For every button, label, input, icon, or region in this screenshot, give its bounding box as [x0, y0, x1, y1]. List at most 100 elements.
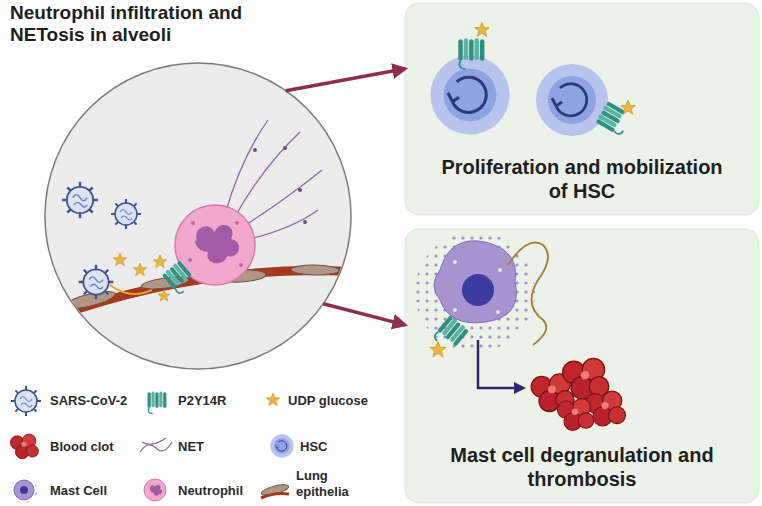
legend-entry: Neutrophil [178, 483, 268, 499]
legend-entry: Mast Cell [50, 483, 145, 499]
legend-label: Lung epithelia [296, 468, 349, 499]
legend-icons [14, 480, 34, 500]
legend-icons [11, 386, 41, 416]
udp-glucose [430, 342, 446, 357]
alveolus [45, 63, 351, 369]
legend-label: P2Y14R [178, 393, 226, 408]
neutrophil [188, 258, 192, 262]
virus [62, 182, 98, 218]
mast-cell [498, 268, 502, 272]
mast-cell [453, 260, 457, 264]
mast-cell [496, 310, 500, 314]
legend-icons [270, 434, 293, 457]
legend-icons [150, 485, 162, 496]
panel-title: Proliferation and mobilization of HSC [432, 155, 732, 203]
legend-icons [20, 486, 28, 494]
blood-clot [563, 358, 609, 399]
mast-cell [415, 232, 535, 352]
legend-entry: P2Y14R [178, 393, 258, 409]
net [232, 132, 300, 222]
net [283, 146, 287, 150]
legend-icons [148, 392, 167, 414]
udp-glucose [475, 22, 636, 114]
legend-icons [144, 479, 166, 501]
net [238, 170, 322, 230]
panel-title: Mast cell degranulation and thrombosis [432, 443, 732, 491]
legend-label: NET [178, 439, 204, 454]
legend-label: Mast Cell [50, 483, 107, 498]
legend-icons [11, 477, 37, 503]
legend-icons [260, 483, 289, 498]
legend-icons [10, 386, 293, 503]
virus [62, 182, 141, 299]
process-arrow [478, 340, 516, 388]
legend-icons [11, 477, 37, 503]
legend-entry: SARS-CoV-2 [50, 393, 145, 409]
legend-label: SARS-CoV-2 [50, 393, 127, 408]
legend-label: HSC [300, 439, 327, 454]
legend-label: UDP glucose [288, 393, 368, 408]
udp-glucose [113, 253, 170, 301]
legend-icons [261, 494, 289, 499]
lung-epithelium [291, 265, 339, 276]
outcome-panel: Proliferation and mobilization of HSC [405, 3, 759, 215]
legend-entry: NET [178, 439, 258, 455]
legend-entry: Blood clot [50, 439, 145, 455]
mast-cell [415, 232, 535, 352]
udp-glucose [158, 290, 170, 301]
hsc-cell [536, 64, 608, 136]
udp-glucose [475, 22, 490, 36]
neutrophil [191, 221, 195, 225]
mast-cell [434, 241, 516, 323]
alveolus-node: Neutrophil infiltration and NETosis in a… [45, 63, 351, 369]
release-arrow [110, 285, 152, 294]
flow-arrow [323, 304, 405, 325]
neutrophil [195, 225, 239, 263]
net [225, 120, 268, 215]
legend-icons [140, 438, 172, 452]
flow-arrow [286, 69, 405, 91]
legend-entry: HSC [300, 439, 360, 455]
p2y14r [458, 38, 632, 136]
virus [79, 265, 114, 300]
mast-cell [453, 308, 457, 312]
process-arrow [514, 382, 526, 394]
legend-entry: UDP glucose [288, 393, 378, 409]
udp-glucose [153, 255, 166, 268]
udp-glucose [113, 253, 126, 266]
mast-cell [462, 274, 494, 306]
net [303, 220, 307, 224]
hsc-cell [430, 55, 509, 134]
net [245, 210, 318, 240]
heading: Neutrophil infiltration and NETosis in a… [10, 2, 300, 47]
legend-label: Blood clot [50, 439, 114, 454]
alveolus [40, 63, 360, 369]
legend-entry: Lung epithelia [296, 468, 358, 499]
legend-icons [260, 483, 289, 498]
hsc-cell [430, 55, 608, 136]
legend-label: Neutrophil [178, 483, 243, 498]
udp-glucose [133, 263, 146, 276]
p2y14r [458, 38, 484, 69]
outcome-panel: Mast cell degranulation and thrombosis [405, 229, 759, 503]
net [298, 188, 302, 192]
process-arrow [478, 340, 526, 394]
legend-icons [10, 434, 38, 459]
neutrophil [235, 221, 239, 225]
legend-icons [144, 479, 166, 501]
net [253, 148, 257, 152]
blood-clot [557, 399, 593, 431]
panel-ground [405, 229, 759, 503]
p2y14r [161, 260, 196, 296]
net [508, 243, 548, 346]
udp-glucose [621, 100, 636, 114]
neutrophil [239, 263, 243, 267]
blood-clot [531, 358, 625, 430]
panel-ground [405, 3, 759, 215]
legend-icons [266, 393, 279, 406]
virus [111, 199, 141, 229]
